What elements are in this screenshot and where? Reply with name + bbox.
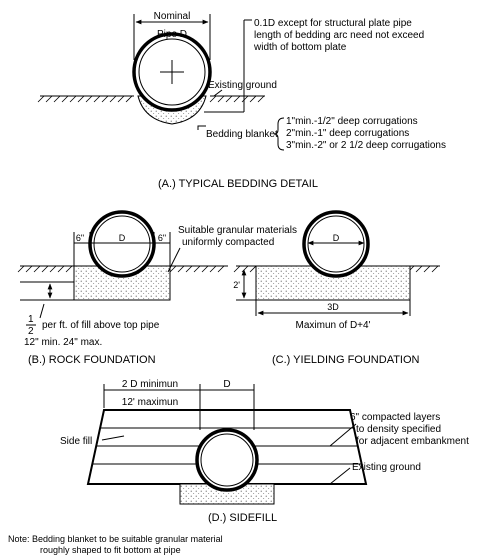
panel-d-dim-12: 12' maximun	[122, 397, 178, 408]
panel-a-note-line3: width of bottom plate	[253, 42, 347, 53]
panel-a-corr1: 1"min.-1/2" deep corrugations	[286, 116, 418, 127]
panel-d-caption: (D.) SIDEFILL	[208, 512, 277, 524]
panel-b-dim-left: 6"	[76, 233, 84, 243]
panel-b-per-ft: per ft. of fill above top pipe	[42, 320, 160, 331]
panel-c-dim-2: 2'	[233, 280, 240, 290]
panel-a-existing-ground-leader	[213, 89, 223, 97]
panel-d-dim-2d: 2 D minimun	[122, 379, 178, 390]
panel-b-caption: (B.) ROCK FOUNDATION	[28, 354, 156, 366]
panel-a-corr2-num: 2"	[286, 128, 296, 139]
panel-a-corr3: 3"min.-2" or 2 1/2 deep corrugations	[286, 140, 446, 151]
panel-b-granular-line2: uniformly compacted	[182, 237, 274, 248]
note-line2: roughly shaped to fit bottom at pipe	[40, 545, 181, 555]
panel-c-dim-d: D	[333, 233, 340, 243]
panel-a-nominal-label: Nominal	[154, 11, 191, 22]
panel-c-max-note: Maximun of D+4'	[296, 320, 371, 331]
panel-a-note-line1: 0.1D except for structural plate pipe	[254, 18, 412, 29]
panel-b-pipe-inner	[93, 215, 151, 273]
panel-b-granular-leader	[167, 247, 181, 273]
panel-a-corr1-rest: min.-1/2" deep corrugations	[295, 116, 418, 127]
panel-a-brace	[273, 117, 285, 151]
panel-b-min-max: 12" min. 24" max.	[24, 337, 102, 348]
panel-a-bedding-blanket-label: Bedding blanket	[206, 129, 278, 140]
panel-d-layers-line2: to density specified	[356, 424, 441, 435]
panel-a-corr3-num: 3"	[286, 140, 296, 151]
panel-b-frac-den: 2	[28, 326, 34, 337]
note-line1: Note: Bedding blanket to be suitable gra…	[8, 534, 223, 544]
panel-d-pipe	[195, 428, 259, 492]
panel-d-dim-d: D	[223, 379, 230, 390]
panel-b-pipe	[88, 210, 156, 278]
panel-b-granular-line1: Suitable granular materials	[178, 225, 297, 236]
panel-a-caption: (A.) TYPICAL BEDDING DETAIL	[158, 178, 318, 190]
panel-b-depth-leader	[39, 303, 45, 319]
panel-d-layers-leader	[329, 423, 357, 447]
panel-b-frac-num: 1	[28, 314, 34, 325]
panel-a-corr1-num: 1"	[286, 116, 296, 127]
panel-a-corr2: 2"min.-1" deep corrugations	[286, 128, 409, 139]
panel-a-corr2-rest: min.-1" deep corrugations	[295, 128, 409, 139]
panel-b-dim-right: 6"	[158, 233, 166, 243]
panel-d-side-fill-leader	[101, 435, 125, 441]
panel-a-existing-ground-line	[37, 95, 265, 103]
panel-a-note-line2: length of bedding arc need not exceed	[254, 30, 424, 41]
panel-d-layers-line3: for adjacent embankment	[356, 436, 469, 447]
panel-a-pipe-inner	[138, 38, 206, 106]
panel-c-dim-3d: 3D	[327, 302, 339, 312]
panel-d-existing-ground-leader	[329, 467, 351, 485]
panel-d-sidefill: 2 D minimun D 12' maximun 6" compacted l…	[60, 379, 469, 524]
panel-b-dim-d: D	[119, 233, 126, 243]
panel-c-yielding-foundation: D 2' 3D Maximun of D+4' (C.) YIELDING FO…	[233, 210, 440, 366]
panel-d-layers-line1: 6" compacted layers	[350, 412, 440, 423]
panel-b-rock-foundation: 6" D 6" Suitable granular materials unif…	[17, 210, 297, 366]
footnote: Note: Bedding blanket to be suitable gra…	[8, 534, 223, 555]
panel-a-corr3-rest: min.-2" or 2 1/2 deep corrugations	[295, 140, 446, 151]
panel-a-bedding-leader	[197, 125, 206, 130]
panel-c-pipe	[302, 210, 370, 278]
panel-d-existing-ground: Existing ground	[352, 462, 421, 473]
panel-d-pipe-inner	[200, 433, 254, 487]
panel-a-existing-ground-label: Existing ground	[208, 80, 277, 91]
panel-c-caption: (C.) YIELDING FOUNDATION	[272, 354, 420, 366]
panel-a-typical-bedding: Nominal Pipe D 0.1D except for structura…	[37, 11, 446, 190]
panel-a-pipe-d-label: Pipe D	[157, 29, 187, 40]
panel-d-side-fill: Side fill	[60, 436, 92, 447]
